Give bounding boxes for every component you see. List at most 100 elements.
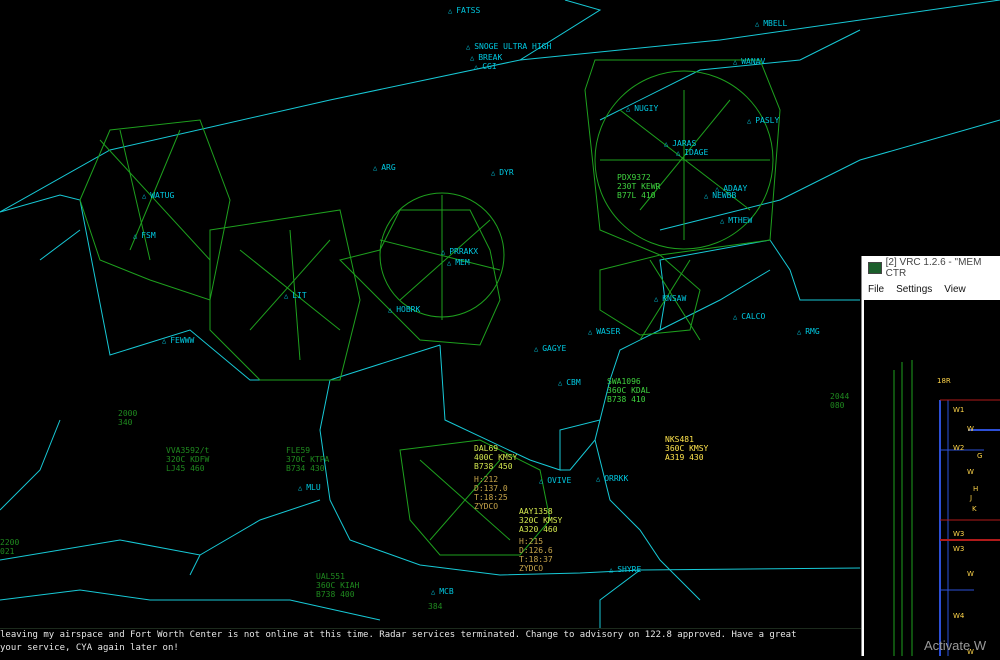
datablock-line: T:18:25 — [474, 493, 508, 502]
sector-map — [0, 0, 1000, 628]
fix-triangle-icon: △ — [162, 337, 167, 345]
ground-label: W3 — [953, 545, 965, 553]
fix-break[interactable]: △BREAK — [470, 53, 502, 62]
fix-triangle-icon: △ — [609, 566, 614, 574]
fix-label: FSM — [141, 231, 156, 240]
fix-fatss[interactable]: △FATSS — [448, 6, 480, 15]
ground-label: W — [967, 648, 974, 656]
fix-nugiy[interactable]: △NUGIY — [626, 104, 658, 113]
fix-knsaw[interactable]: △KNSAW — [654, 294, 686, 303]
fix-label: MCB — [439, 587, 454, 596]
fix-hobrk[interactable]: △HOBRK — [388, 305, 420, 314]
airport-rings — [79, 59, 781, 556]
fix-fsm[interactable]: △FSM — [133, 231, 156, 240]
fix-triangle-icon: △ — [474, 63, 479, 71]
fix-dyr[interactable]: △DYR — [491, 168, 514, 177]
fix-triangle-icon: △ — [654, 295, 659, 303]
ground-label: W1 — [953, 406, 965, 414]
datablock-line: D:137.0 — [474, 484, 508, 493]
fix-jaras[interactable]: △JARAS — [664, 139, 696, 148]
fix-arg[interactable]: △ARG — [373, 163, 396, 172]
ground-label: 18R — [937, 377, 951, 385]
fix-prrakx[interactable]: △PRRAKX — [441, 247, 478, 256]
fix-triangle-icon: △ — [142, 192, 147, 200]
menu-file[interactable]: File — [868, 283, 885, 295]
fix-label: MBELL — [763, 19, 788, 28]
fix-triangle-icon: △ — [733, 58, 738, 66]
fix-mcb[interactable]: △MCB — [431, 587, 454, 596]
datablock-line: H:212 — [474, 475, 499, 484]
fix-snoge-ultra-high[interactable]: △SNOGE ULTRA HIGH — [466, 42, 551, 51]
fix-gagye[interactable]: △GAGYE — [534, 344, 566, 353]
radar-scope[interactable]: △FATSS△SNOGE ULTRA HIGH△BREAK△CGI△MBELL△… — [0, 0, 1000, 628]
vrc-app-icon — [868, 262, 882, 274]
vrc-window-title: [2] VRC 1.2.6 - "MEM CTR — [885, 257, 982, 279]
fix-pasly[interactable]: △PASLY — [747, 116, 779, 125]
fix-triangle-icon: △ — [558, 379, 563, 387]
menu-settings[interactable]: Settings — [896, 283, 933, 295]
datablock-lim-384[interactable]: 384 — [428, 602, 442, 611]
fix-orrkk[interactable]: △ORRKK — [596, 474, 628, 483]
fix-label: CALCO — [741, 312, 766, 321]
ground-label: K — [972, 505, 977, 513]
fix-triangle-icon: △ — [388, 306, 393, 314]
fix-triangle-icon: △ — [447, 259, 452, 267]
vrc-window[interactable]: [2] VRC 1.2.6 - "MEM CTR File Settings V… — [861, 256, 1000, 656]
fix-cbm[interactable]: △CBM — [558, 378, 581, 387]
fix-shyre[interactable]: △SHYRE — [609, 565, 641, 574]
fix-triangle-icon: △ — [373, 164, 378, 172]
fix-mthew[interactable]: △MTHEW — [720, 216, 752, 225]
datablock-line: B738 410 — [607, 395, 646, 404]
fix-triangle-icon: △ — [755, 20, 760, 28]
fix-idage[interactable]: △IDAGE — [676, 148, 708, 157]
ground-label: W2 — [953, 444, 965, 452]
fix-label: IDAGE — [684, 148, 709, 157]
fix-triangle-icon: △ — [466, 43, 471, 51]
fix-calco[interactable]: △CALCO — [733, 312, 765, 321]
datablock-line: B77L 410 — [617, 191, 656, 200]
fix-label: SNOGE ULTRA HIGH — [474, 42, 552, 51]
ground-diagram[interactable] — [864, 300, 1000, 656]
fix-waser[interactable]: △WASER — [588, 327, 620, 336]
fix-adaay[interactable]: △ADAAY — [715, 184, 747, 193]
menu-view[interactable]: View — [944, 283, 966, 295]
datablock-line: 320C KMSY — [519, 516, 563, 525]
fix-lit[interactable]: △LIT — [284, 291, 307, 300]
datablock-line: VVA3592/t — [166, 446, 210, 455]
fix-fewww[interactable]: △FEWWW — [162, 336, 194, 345]
datablock-line: 384 — [428, 602, 443, 611]
fix-triangle-icon: △ — [733, 313, 738, 321]
fix-wanav[interactable]: △WANAV — [733, 57, 765, 66]
fix-rmg[interactable]: △RMG — [797, 327, 820, 336]
fix-mem[interactable]: △MEM — [447, 258, 470, 267]
fix-label: CGI — [482, 62, 497, 71]
fix-triangle-icon: △ — [747, 117, 752, 125]
message-line-2: your service, CYA again later on! — [0, 643, 179, 653]
fix-newbb[interactable]: △NEWBB — [704, 191, 736, 200]
fix-label: SHYRE — [617, 565, 642, 574]
fix-mlu[interactable]: △MLU — [298, 483, 321, 492]
fix-mbell[interactable]: △MBELL — [755, 19, 787, 28]
fix-triangle-icon: △ — [133, 232, 138, 240]
vrc-titlebar[interactable]: [2] VRC 1.2.6 - "MEM CTR — [862, 256, 1000, 280]
fix-watug[interactable]: △WATUG — [142, 191, 174, 200]
fix-cgi[interactable]: △CGI — [474, 62, 497, 71]
fix-ovive[interactable]: △OVIVE — [539, 476, 571, 485]
fix-label: RMG — [805, 327, 820, 336]
datablock-line: 400C KMSY — [474, 453, 518, 462]
fix-label: JARAS — [672, 139, 697, 148]
vrc-menubar: File Settings View — [862, 280, 1000, 298]
